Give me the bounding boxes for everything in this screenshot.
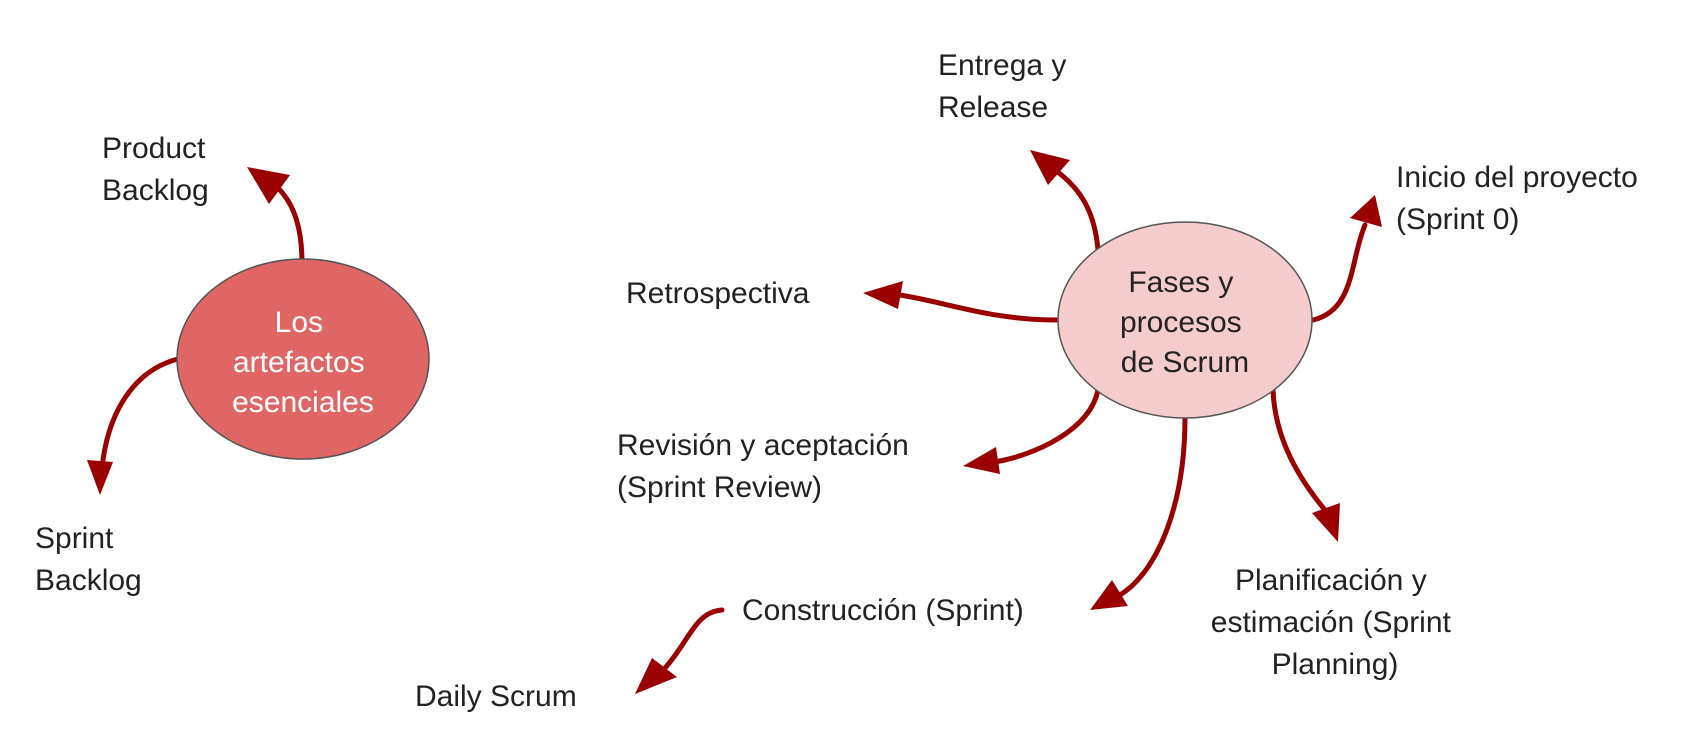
node-fases: Fases y procesos de Scrum (1057, 221, 1313, 419)
label-planificacion: Planificación y estimación (Sprint Plann… (1211, 564, 1459, 681)
label-inicio: Inicio del proyecto (Sprint 0) (1396, 161, 1646, 236)
svg-text:Fases y procesos d: Fases y procesos de Scrum (1120, 266, 1250, 379)
label-retrospectiva: Retrospectiva (626, 277, 810, 310)
node-artefactos-line: artefactos (233, 346, 365, 379)
label-entrega: Entrega y Release (938, 49, 1075, 124)
arrow-to-planificacion (1270, 387, 1340, 542)
node-fases-line: Fases y (1128, 266, 1233, 299)
label-revision: Revisión y aceptación (Sprint Review) (617, 429, 917, 504)
node-fases-line: de Scrum (1121, 346, 1249, 379)
label-product-backlog: Product Backlog (102, 132, 214, 207)
node-artefactos-line: Los (275, 306, 323, 339)
node-fases-line: procesos (1120, 306, 1242, 339)
label-daily-scrum: Daily Scrum (415, 680, 577, 713)
label-construccion: Construcción (Sprint) (742, 594, 1024, 627)
node-artefactos: Los artefactos esenciales (176, 258, 430, 460)
arrow-to-product-backlog (247, 167, 305, 266)
arrow-to-daily (635, 607, 725, 694)
label-sprint-backlog: Sprint Backlog (35, 522, 142, 597)
arrow-to-inicio (1310, 195, 1382, 323)
arrow-to-revision (963, 387, 1101, 474)
node-artefactos-line: esenciales (232, 386, 374, 419)
arrow-to-sprint-backlog (87, 356, 181, 495)
svg-text:Los artefactos ese: Los artefactos esenciales (232, 306, 374, 419)
arrow-to-entrega (1030, 150, 1101, 253)
arrow-to-retrospectiva (863, 281, 1061, 323)
arrow-to-construccion (1090, 415, 1188, 610)
